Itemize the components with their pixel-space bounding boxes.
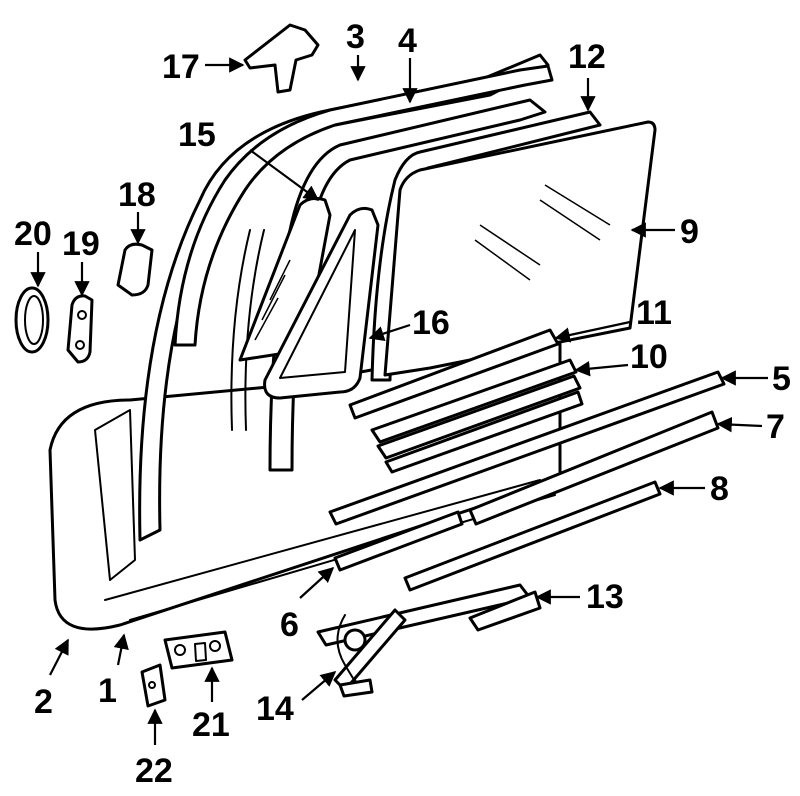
callout-9: 9 — [680, 213, 699, 251]
leader-15 — [249, 149, 320, 201]
handle-clip — [243, 23, 320, 94]
plug-19 — [66, 294, 94, 364]
leader-11 — [554, 320, 631, 343]
leader-6 — [299, 566, 335, 599]
frame-molding — [173, 64, 554, 347]
callout-13: 13 — [586, 578, 624, 616]
hinge-bracket — [163, 630, 234, 670]
callout-6: 6 — [280, 606, 299, 644]
plug-20 — [14, 286, 50, 354]
leader-16 — [368, 323, 411, 342]
callout-14: 14 — [256, 690, 294, 728]
callout-labels: 1 2 3 4 5 6 7 8 9 10 11 12 13 14 15 16 1… — [14, 18, 791, 790]
callout-18: 18 — [118, 176, 156, 214]
callout-1: 1 — [98, 672, 117, 710]
callout-7: 7 — [766, 408, 785, 446]
callout-12: 12 — [568, 38, 606, 76]
short-molding — [333, 510, 464, 572]
leader-7 — [716, 416, 763, 433]
callout-17: 17 — [162, 48, 200, 86]
callout-4: 4 — [398, 22, 417, 60]
leader-lines — [30, 55, 768, 745]
vent-seal — [263, 206, 380, 400]
window-regulator — [316, 583, 542, 698]
callout-21: 21 — [192, 706, 230, 744]
callout-5: 5 — [772, 360, 791, 398]
leader-10 — [574, 361, 629, 377]
leader-14 — [301, 671, 337, 701]
callout-3: 3 — [346, 18, 365, 56]
callout-22: 22 — [135, 752, 173, 790]
callout-10: 10 — [630, 338, 668, 376]
callout-2: 2 — [34, 683, 53, 721]
callout-19: 19 — [62, 225, 100, 263]
outer-belt-strip — [370, 358, 584, 474]
callout-15: 15 — [178, 116, 216, 154]
leader-2 — [49, 638, 69, 676]
callout-20: 20 — [14, 215, 52, 253]
bumper-18 — [116, 242, 154, 297]
inner-belt-strip — [348, 328, 560, 420]
callout-16: 16 — [412, 304, 450, 342]
door-glass — [383, 120, 657, 377]
callout-8: 8 — [710, 470, 729, 508]
callout-11: 11 — [636, 294, 672, 332]
leader-1 — [113, 633, 129, 666]
small-clip — [140, 663, 167, 708]
